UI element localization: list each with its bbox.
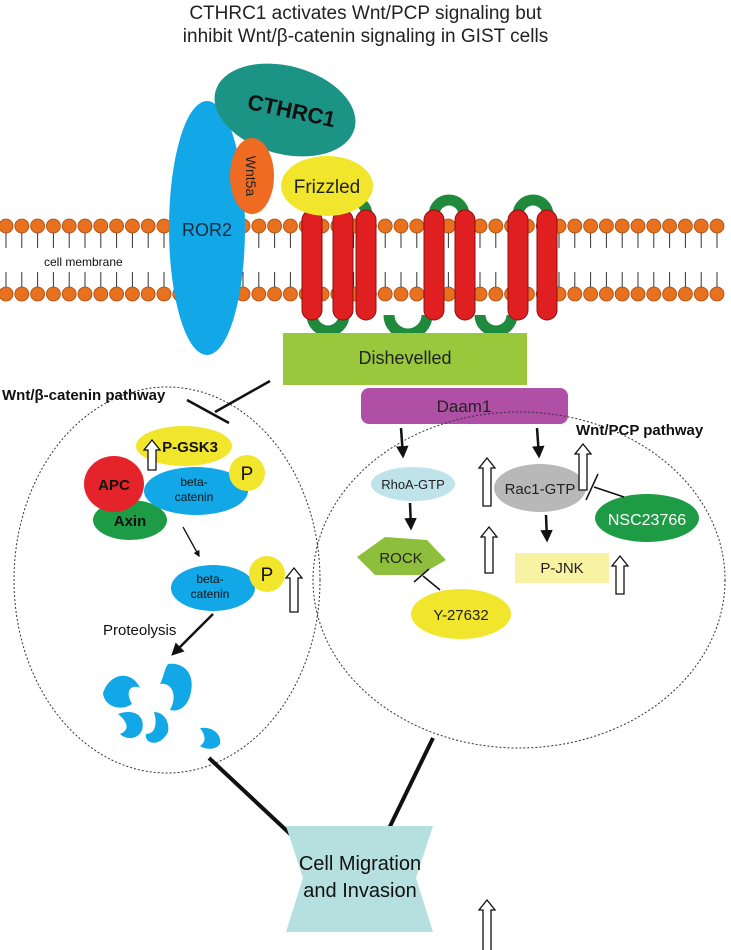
y27632-node (411, 589, 511, 639)
phospho-label-complex: P (241, 464, 254, 485)
rock-label: ROCK (379, 550, 422, 567)
frizzled-helices (301, 209, 558, 321)
rhoa-gtp-node (371, 467, 455, 501)
degraded-beta-catenin-fragments (103, 663, 221, 749)
cthrc1-protein (214, 63, 356, 157)
rac1-gtp-node (494, 464, 586, 512)
arrow-daam1-to-rhoa (396, 427, 409, 459)
pcp-pathway-label: Wnt/PCP pathway (576, 422, 704, 439)
membrane-label: cell membrane (44, 255, 123, 269)
phospho-badge-free (249, 556, 285, 592)
outcome-line-1: Cell Migration (299, 853, 421, 875)
dishevelled-label: Dishevelled (358, 348, 451, 368)
beta-catenin-complex-line2: catenin (175, 490, 214, 504)
rock-node (357, 537, 446, 575)
axin-label: Axin (114, 513, 147, 530)
rac1-gtp-label: Rac1-GTP (505, 481, 576, 498)
beta-catenin-complex-line1: beta- (180, 475, 207, 489)
wnt5a-ligand (230, 138, 274, 214)
beta-catenin-free-line1: beta- (196, 572, 223, 586)
ror2-receptor (169, 101, 245, 355)
phospho-badge-complex (229, 455, 265, 491)
p-gsk3-label: P-GSK3 (162, 439, 218, 456)
dishevelled-inhibition-line (186, 379, 271, 425)
nsc23766-node (595, 494, 699, 542)
frizzled-label: Frizzled (294, 177, 361, 198)
arrow-rac1-to-pjnk (540, 514, 553, 543)
upregulation-arrows (142, 438, 630, 950)
title-line-2: inhibit Wnt/β-catenin signaling in GIST … (182, 26, 549, 47)
outcome-line-2: and Invasion (303, 880, 416, 902)
inhibition-lines (413, 473, 625, 591)
y27632-label: Y-27632 (433, 607, 488, 624)
beta-catenin-free-line2: catenin (191, 587, 230, 601)
frizzled-loops (306, 194, 554, 340)
ror2-label: ROR2 (182, 220, 232, 240)
beta-catenin-pathway-boundary (13, 386, 321, 774)
proteolysis-label: Proteolysis (103, 622, 176, 639)
pcp-pathway-boundary (312, 411, 726, 749)
title-line-1: CTHRC1 activates Wnt/PCP signaling but (189, 3, 542, 24)
nsc23766-label: NSC23766 (608, 512, 686, 529)
p-jnk-label: P-JNK (540, 560, 583, 577)
apc-node (84, 456, 144, 512)
apc-label: APC (98, 477, 130, 494)
rhoa-gtp-label: RhoA-GTP (381, 477, 445, 492)
p-gsk3-node (136, 426, 232, 466)
arrow-daam1-to-rac1 (532, 427, 545, 459)
daam1-label: Daam1 (437, 397, 492, 416)
p-jnk-box (515, 553, 609, 583)
beta-catenin-complex-node (144, 467, 248, 515)
wnt5a-label: Wnt5a (243, 156, 259, 197)
daam1-box (361, 388, 568, 424)
phospho-label-free: P (261, 565, 274, 586)
arrow-complex-to-beta-catenin (182, 526, 200, 558)
arrow-rhoa-to-rock (404, 502, 417, 531)
frizzled-receptor (281, 156, 373, 216)
dishevelled-box (283, 333, 527, 385)
beta-catenin-pathway-label: Wnt/β-catenin pathway (2, 387, 166, 404)
arrow-to-proteolysis (171, 613, 214, 656)
outcome-box (286, 826, 433, 932)
beta-catenin-free-node (171, 565, 255, 611)
